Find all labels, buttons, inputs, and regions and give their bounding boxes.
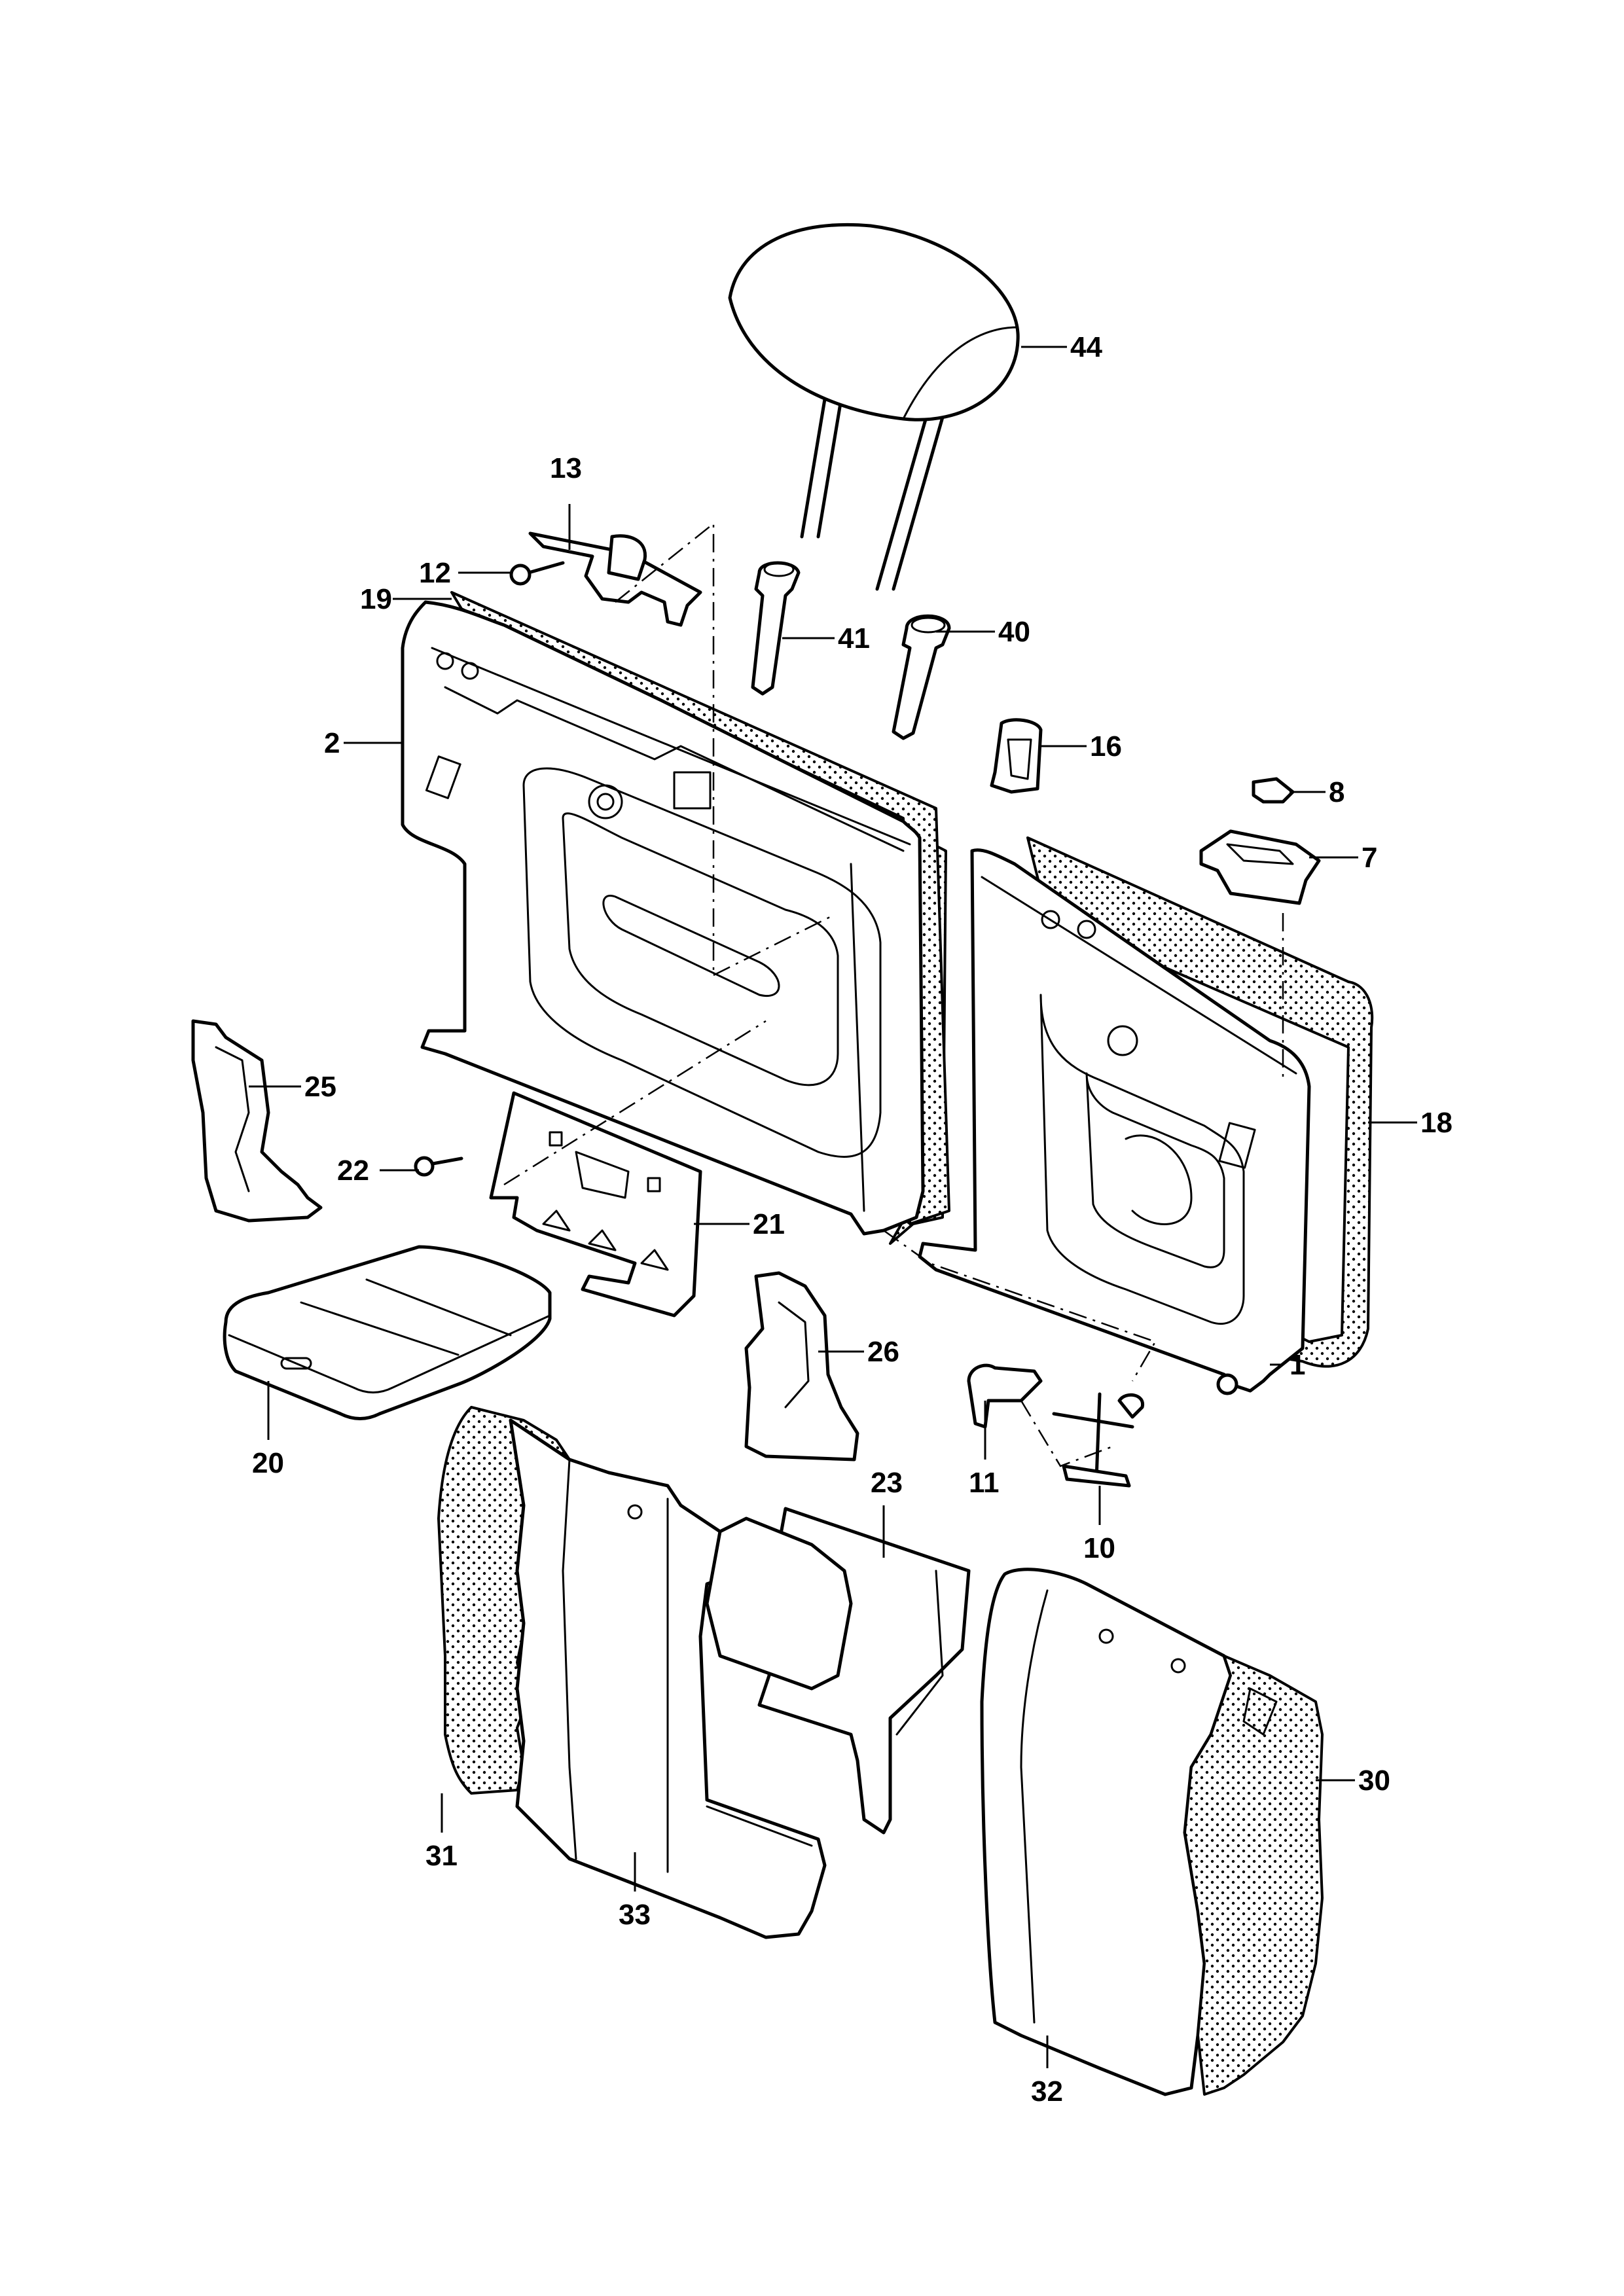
bracket <box>528 531 702 627</box>
callout-33: 33 <box>619 1899 651 1931</box>
callout-1: 1 <box>1290 1349 1305 1381</box>
callout-10: 10 <box>1083 1532 1115 1564</box>
callout-20: 20 <box>252 1447 284 1479</box>
latch-housing-7 <box>1199 829 1321 905</box>
callout-41: 41 <box>838 622 870 655</box>
alignment-lines <box>503 522 1284 1467</box>
right-seatback-frame <box>918 848 1311 1395</box>
callout-18: 18 <box>1420 1107 1453 1139</box>
cover-16 <box>990 718 1043 794</box>
callout-26: 26 <box>867 1336 899 1368</box>
callout-7: 7 <box>1362 842 1377 874</box>
hinge-11 <box>967 1363 1043 1429</box>
callout-25: 25 <box>304 1071 336 1103</box>
clip-8 <box>1252 777 1295 804</box>
callout-40: 40 <box>998 616 1030 648</box>
callout-16: 16 <box>1090 730 1122 762</box>
headrest <box>728 223 1020 591</box>
callout-23: 23 <box>871 1467 903 1499</box>
callout-31: 31 <box>425 1840 458 1872</box>
left-seatback-frame <box>401 600 925 1236</box>
callout-21: 21 <box>753 1208 785 1240</box>
seat-cushion-20 <box>223 1245 552 1420</box>
callout-44: 44 <box>1070 331 1102 363</box>
callout-19: 19 <box>360 583 392 615</box>
latch-10 <box>1052 1392 1144 1488</box>
callout-13: 13 <box>550 452 582 484</box>
left-seatback-cover-33 <box>509 1418 827 1939</box>
callout-8: 8 <box>1329 776 1344 808</box>
callout-11: 11 <box>969 1467 1000 1499</box>
right-trim-26 <box>744 1271 859 1462</box>
callout-2: 2 <box>324 727 340 759</box>
leader-lines <box>249 346 1417 2068</box>
headrest-guide-41 <box>751 561 801 696</box>
right-seatback-cover-32 <box>980 1568 1233 2096</box>
screw-22 <box>414 1156 463 1177</box>
callout-32: 32 <box>1031 2075 1063 2108</box>
panel-21 <box>489 1091 702 1318</box>
screw-12 <box>509 561 565 586</box>
headrest-guide-40 <box>892 614 951 740</box>
left-trim-25 <box>191 1019 323 1223</box>
callout-12: 12 <box>419 557 451 589</box>
callout-30: 30 <box>1358 1765 1390 1797</box>
callout-22: 22 <box>337 1155 369 1187</box>
callout-labels: 44 13 12 19 41 40 2 16 8 7 25 18 22 21 2… <box>252 331 1453 2108</box>
right-cover-edge-30 <box>1183 1655 1324 2096</box>
armrest-cover-23 <box>705 1507 971 1835</box>
